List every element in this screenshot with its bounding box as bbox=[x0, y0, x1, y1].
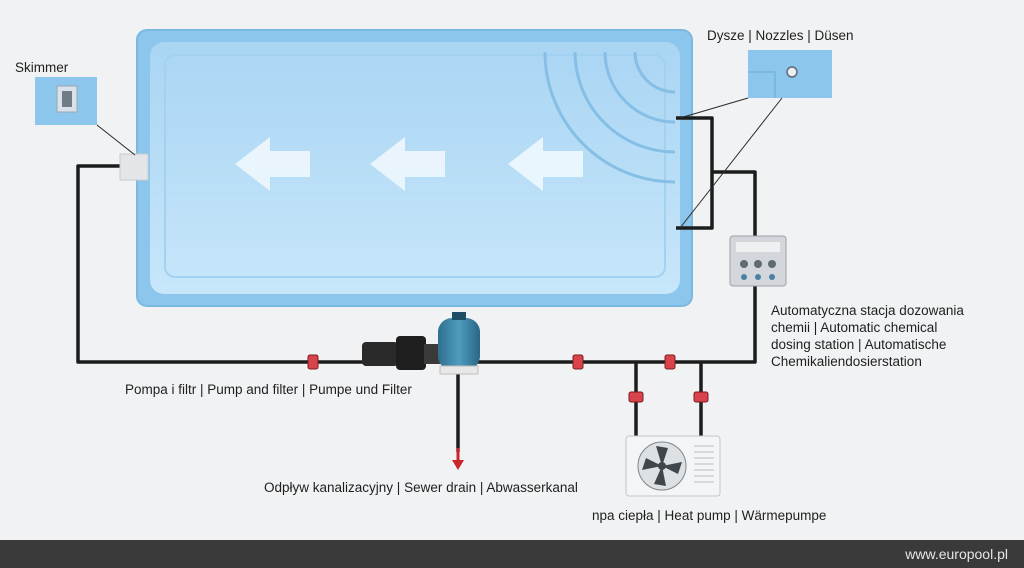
valve-icon bbox=[693, 391, 709, 403]
nozzles-label: Dysze | Nozzles | Düsen bbox=[707, 28, 854, 43]
heat-pump bbox=[625, 435, 721, 497]
dosing-station bbox=[729, 235, 787, 287]
valve-icon bbox=[664, 354, 676, 370]
heat-pump-label: npa ciepła | Heat pump | Wärmepumpe bbox=[592, 508, 827, 523]
pump-and-filter bbox=[362, 312, 480, 375]
flow-arrow-icon bbox=[235, 137, 310, 191]
valve-icon bbox=[572, 354, 584, 370]
pool-steps bbox=[543, 51, 676, 184]
fan-icon bbox=[642, 446, 682, 486]
pool-basin bbox=[136, 29, 693, 307]
valve-icon bbox=[628, 391, 644, 403]
dosing-station-label-line-1: Automatyczna stacja dozowania bbox=[771, 303, 964, 318]
dosing-station-label-line-2: chemii | Automatic chemical bbox=[771, 320, 938, 335]
dosing-station-label-line-4: Chemikaliendosierstation bbox=[771, 354, 922, 369]
pool-circulation-diagram bbox=[35, 29, 832, 497]
sewer-drain-label: Odpływ kanalizacyjny | Sewer drain | Abw… bbox=[264, 480, 578, 495]
dosing-station-label-line-3: dosing station | Automatische bbox=[771, 337, 947, 352]
skimmer-label: Skimmer bbox=[15, 60, 69, 75]
valve-icon bbox=[307, 354, 319, 370]
flow-arrow-icon bbox=[508, 137, 583, 191]
nozzle-icon bbox=[786, 66, 798, 78]
skimmer bbox=[35, 77, 149, 181]
pump-filter-label: Pompa i filtr | Pump and filter | Pumpe … bbox=[125, 382, 412, 397]
nozzles bbox=[679, 50, 832, 229]
footer-website-link[interactable]: www.europool.pl bbox=[905, 546, 1008, 562]
valves bbox=[307, 354, 709, 403]
flow-arrow-icon bbox=[370, 137, 445, 191]
footer-bar: www.europool.pl bbox=[0, 540, 1024, 568]
drain-arrow-icon bbox=[452, 448, 464, 470]
